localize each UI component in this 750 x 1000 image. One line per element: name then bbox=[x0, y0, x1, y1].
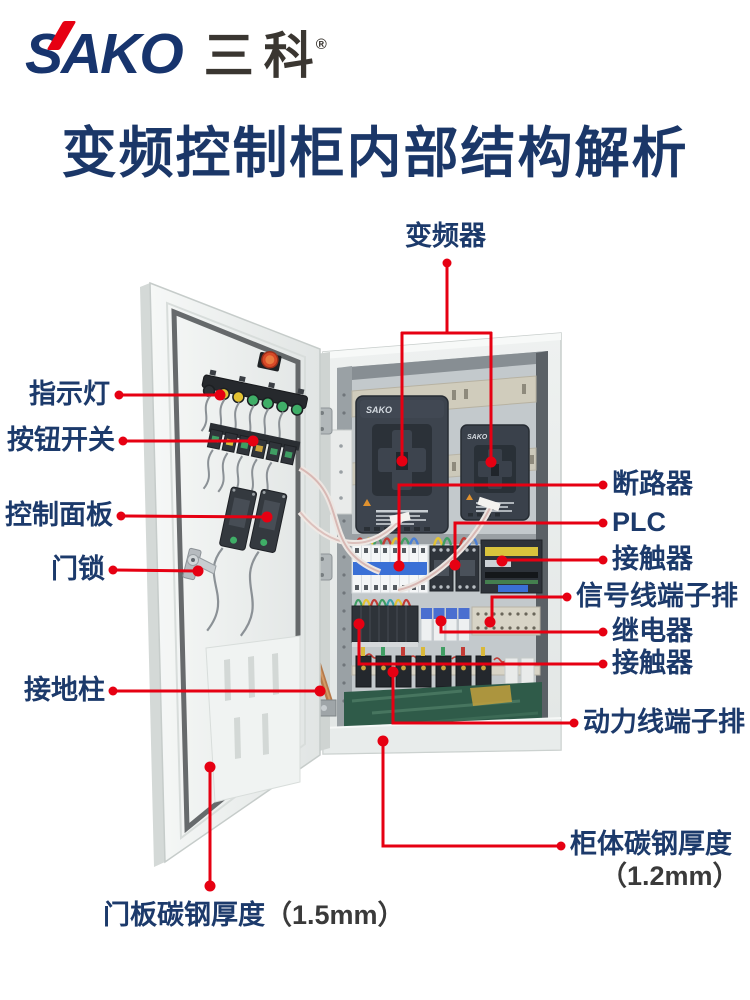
brand-logo: SAKO 三科 ® bbox=[25, 16, 327, 88]
registered-mark: ® bbox=[315, 36, 327, 53]
warning-icon bbox=[363, 499, 371, 506]
label-push-button-switch: 按钮开关 bbox=[7, 425, 115, 455]
cabinet-door bbox=[140, 281, 321, 867]
label-relay: 继电器 bbox=[612, 616, 693, 646]
emergency-stop-button bbox=[257, 351, 282, 372]
label-door-steel-thickness: 门板碳钢厚度（1.5mm） bbox=[103, 900, 405, 931]
terminal-strip bbox=[471, 606, 541, 636]
label-contactor-lower: 接触器 bbox=[612, 648, 693, 678]
vfd-brand-text: SAKO bbox=[366, 405, 392, 415]
label-contactor-upper: 接触器 bbox=[612, 544, 693, 574]
label-door-lock: 门锁 bbox=[51, 554, 105, 584]
label-control-panel: 控制面板 bbox=[5, 500, 113, 530]
door-thickness-value: （1.5mm） bbox=[265, 900, 405, 930]
annotation-lines bbox=[111, 261, 605, 888]
label-signal-terminal-block: 信号线端子排 bbox=[576, 581, 738, 611]
label-cabinet-steel-thickness-value: （1.2mm） bbox=[600, 861, 740, 891]
door-stiffener-plate bbox=[205, 635, 301, 803]
label-vfd: 变频器 bbox=[405, 221, 486, 251]
label-circuit-breaker: 断路器 bbox=[612, 469, 693, 499]
brand-name-cn: 三科 bbox=[203, 28, 324, 84]
label-power-terminal-block: 动力线端子排 bbox=[583, 707, 745, 737]
page-title: 变频控制柜内部结构解析 bbox=[61, 122, 689, 184]
door-thickness-text: 门板碳钢厚度 bbox=[103, 900, 265, 930]
vfd-small: SAKO bbox=[460, 424, 530, 521]
label-plc: PLC bbox=[612, 507, 666, 537]
label-grounding-post: 接地柱 bbox=[24, 675, 105, 705]
module-wiring bbox=[206, 547, 260, 637]
annotation-dots bbox=[108, 258, 608, 892]
brand-wordmark: SAKO bbox=[25, 22, 184, 86]
label-indicator-light: 指示灯 bbox=[29, 379, 110, 409]
vfd-brand-text-small: SAKO bbox=[467, 434, 488, 441]
label-cabinet-steel-thickness: 柜体碳钢厚度 bbox=[570, 829, 732, 859]
plc-module bbox=[480, 539, 543, 594]
